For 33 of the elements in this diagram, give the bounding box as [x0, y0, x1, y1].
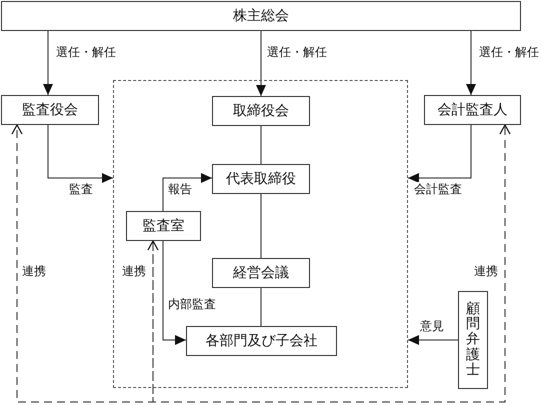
- connector-line: [260, 288, 262, 326]
- arrow: [256, 30, 266, 96]
- department-box: 各部門及び子会社: [186, 326, 337, 356]
- arrow: [43, 30, 53, 96]
- edge-label: 監査: [68, 182, 94, 196]
- executive-box: 代表取締役: [212, 164, 310, 194]
- edge-label: 連携: [21, 264, 47, 278]
- arrow: [48, 124, 114, 183]
- edge-label: 連携: [121, 264, 147, 278]
- connector-line: [260, 194, 262, 258]
- connector-line: [260, 126, 262, 164]
- edge-label: 報告: [167, 182, 193, 196]
- board-box: 取締役会: [212, 96, 310, 126]
- arrow: [466, 30, 476, 96]
- meeting-box: 経営会議: [212, 258, 310, 288]
- edge-label: 選任・解任: [266, 45, 328, 59]
- arrow: [408, 335, 458, 345]
- arrow: [162, 240, 186, 345]
- office-box: 監査室: [126, 211, 201, 241]
- arrow: [408, 124, 472, 183]
- counsel-box: 顧問弁護士: [458, 291, 488, 389]
- edge-label: 選任・解任: [55, 45, 117, 59]
- edge-label: 会計監査: [413, 182, 463, 196]
- arrow: [162, 173, 212, 212]
- group-frame: [113, 80, 408, 388]
- meeting-box: 株主総会: [1, 1, 521, 31]
- edge-label: 内部監査: [167, 297, 217, 311]
- edge-label: 意見: [419, 319, 445, 333]
- edge-label: 連携: [473, 264, 499, 278]
- board-box: 監査役会: [1, 95, 99, 125]
- edge-label: 選任・解任: [478, 45, 540, 59]
- arrow: [12, 124, 510, 402]
- auditor-box: 会計監査人: [424, 95, 521, 125]
